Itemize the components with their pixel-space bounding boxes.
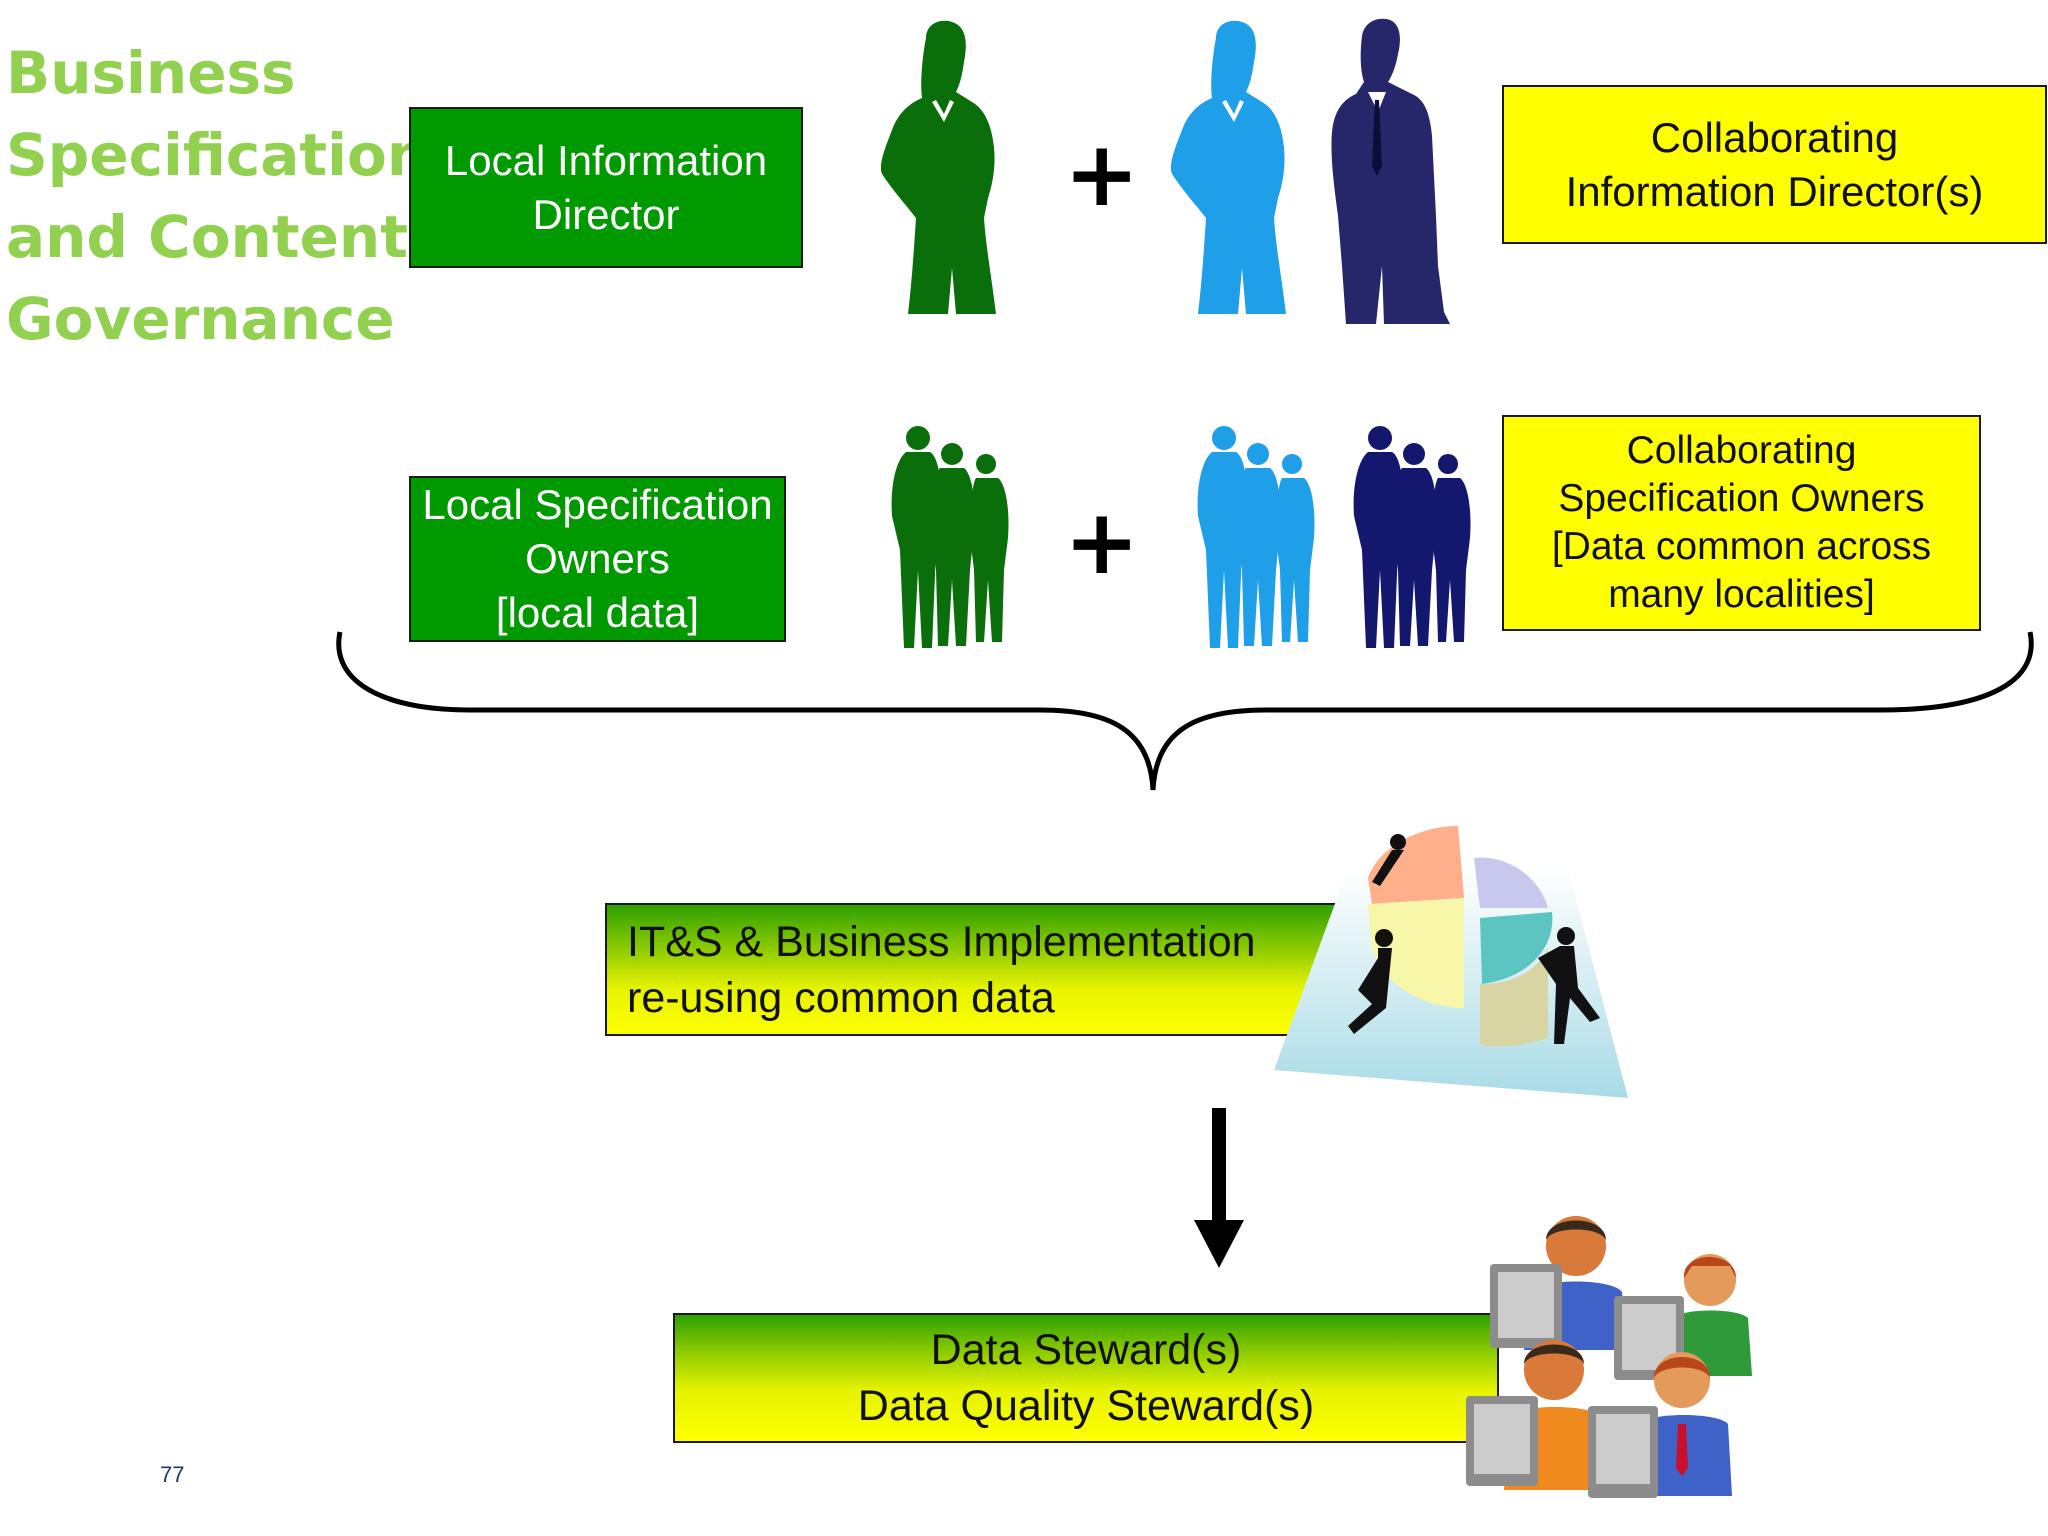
- local-information-director-box: Local Information Director: [409, 107, 803, 268]
- box-line: Data Steward(s): [930, 1326, 1242, 1374]
- title-line-4: Governance: [6, 285, 395, 353]
- box-line: re-using common data: [627, 973, 1055, 1022]
- box-line: Data Quality Steward(s): [857, 1382, 1315, 1430]
- business-group-icon: [1353, 426, 1471, 648]
- box-line: Specification Owners: [1558, 477, 1925, 520]
- title-line-1: Business: [6, 39, 296, 107]
- local-specification-owners-box: Local Specification Owners [local data]: [409, 476, 786, 642]
- box-line: Director: [532, 190, 680, 238]
- businesswoman-silhouette-icon: [1170, 20, 1286, 314]
- businesswoman-silhouette-icon: [880, 20, 996, 314]
- page-number: 77: [160, 1462, 185, 1487]
- box-line: Collaborating: [1626, 429, 1857, 472]
- people-pushing-pie-chart-icon: [1274, 826, 1628, 1098]
- box-line: Owners: [525, 535, 670, 582]
- down-arrow-icon: [1194, 1108, 1244, 1268]
- box-line: Information Director(s): [1565, 167, 1984, 215]
- title-line-2: Specification: [6, 121, 429, 189]
- people-at-computers-icon: [1466, 1216, 1752, 1498]
- box-line: [Data common across: [1551, 525, 1932, 568]
- collaborating-specification-owners-box: Collaborating Specification Owners [Data…: [1502, 415, 1981, 631]
- businessman-silhouette-icon: [1331, 18, 1450, 324]
- business-group-icon: [891, 426, 1009, 648]
- business-group-icon: [1197, 426, 1315, 648]
- box-line: Local Specification: [422, 481, 773, 528]
- plus-sign: +: [1064, 490, 1140, 595]
- box-line: many localities]: [1608, 573, 1875, 616]
- box-line: Collaborating: [1650, 113, 1899, 161]
- implementation-box: IT&S & Business Implementation re-using …: [605, 903, 1345, 1036]
- data-steward-box: Data Steward(s) Data Quality Steward(s): [673, 1313, 1499, 1443]
- title-line-3: and Content: [6, 203, 408, 271]
- collaborating-information-directors-box: Collaborating Information Director(s): [1502, 85, 2047, 244]
- box-line: [local data]: [495, 589, 700, 636]
- box-line: IT&S & Business Implementation: [627, 917, 1256, 966]
- plus-sign: +: [1064, 122, 1140, 227]
- box-line: Local Information: [444, 136, 768, 184]
